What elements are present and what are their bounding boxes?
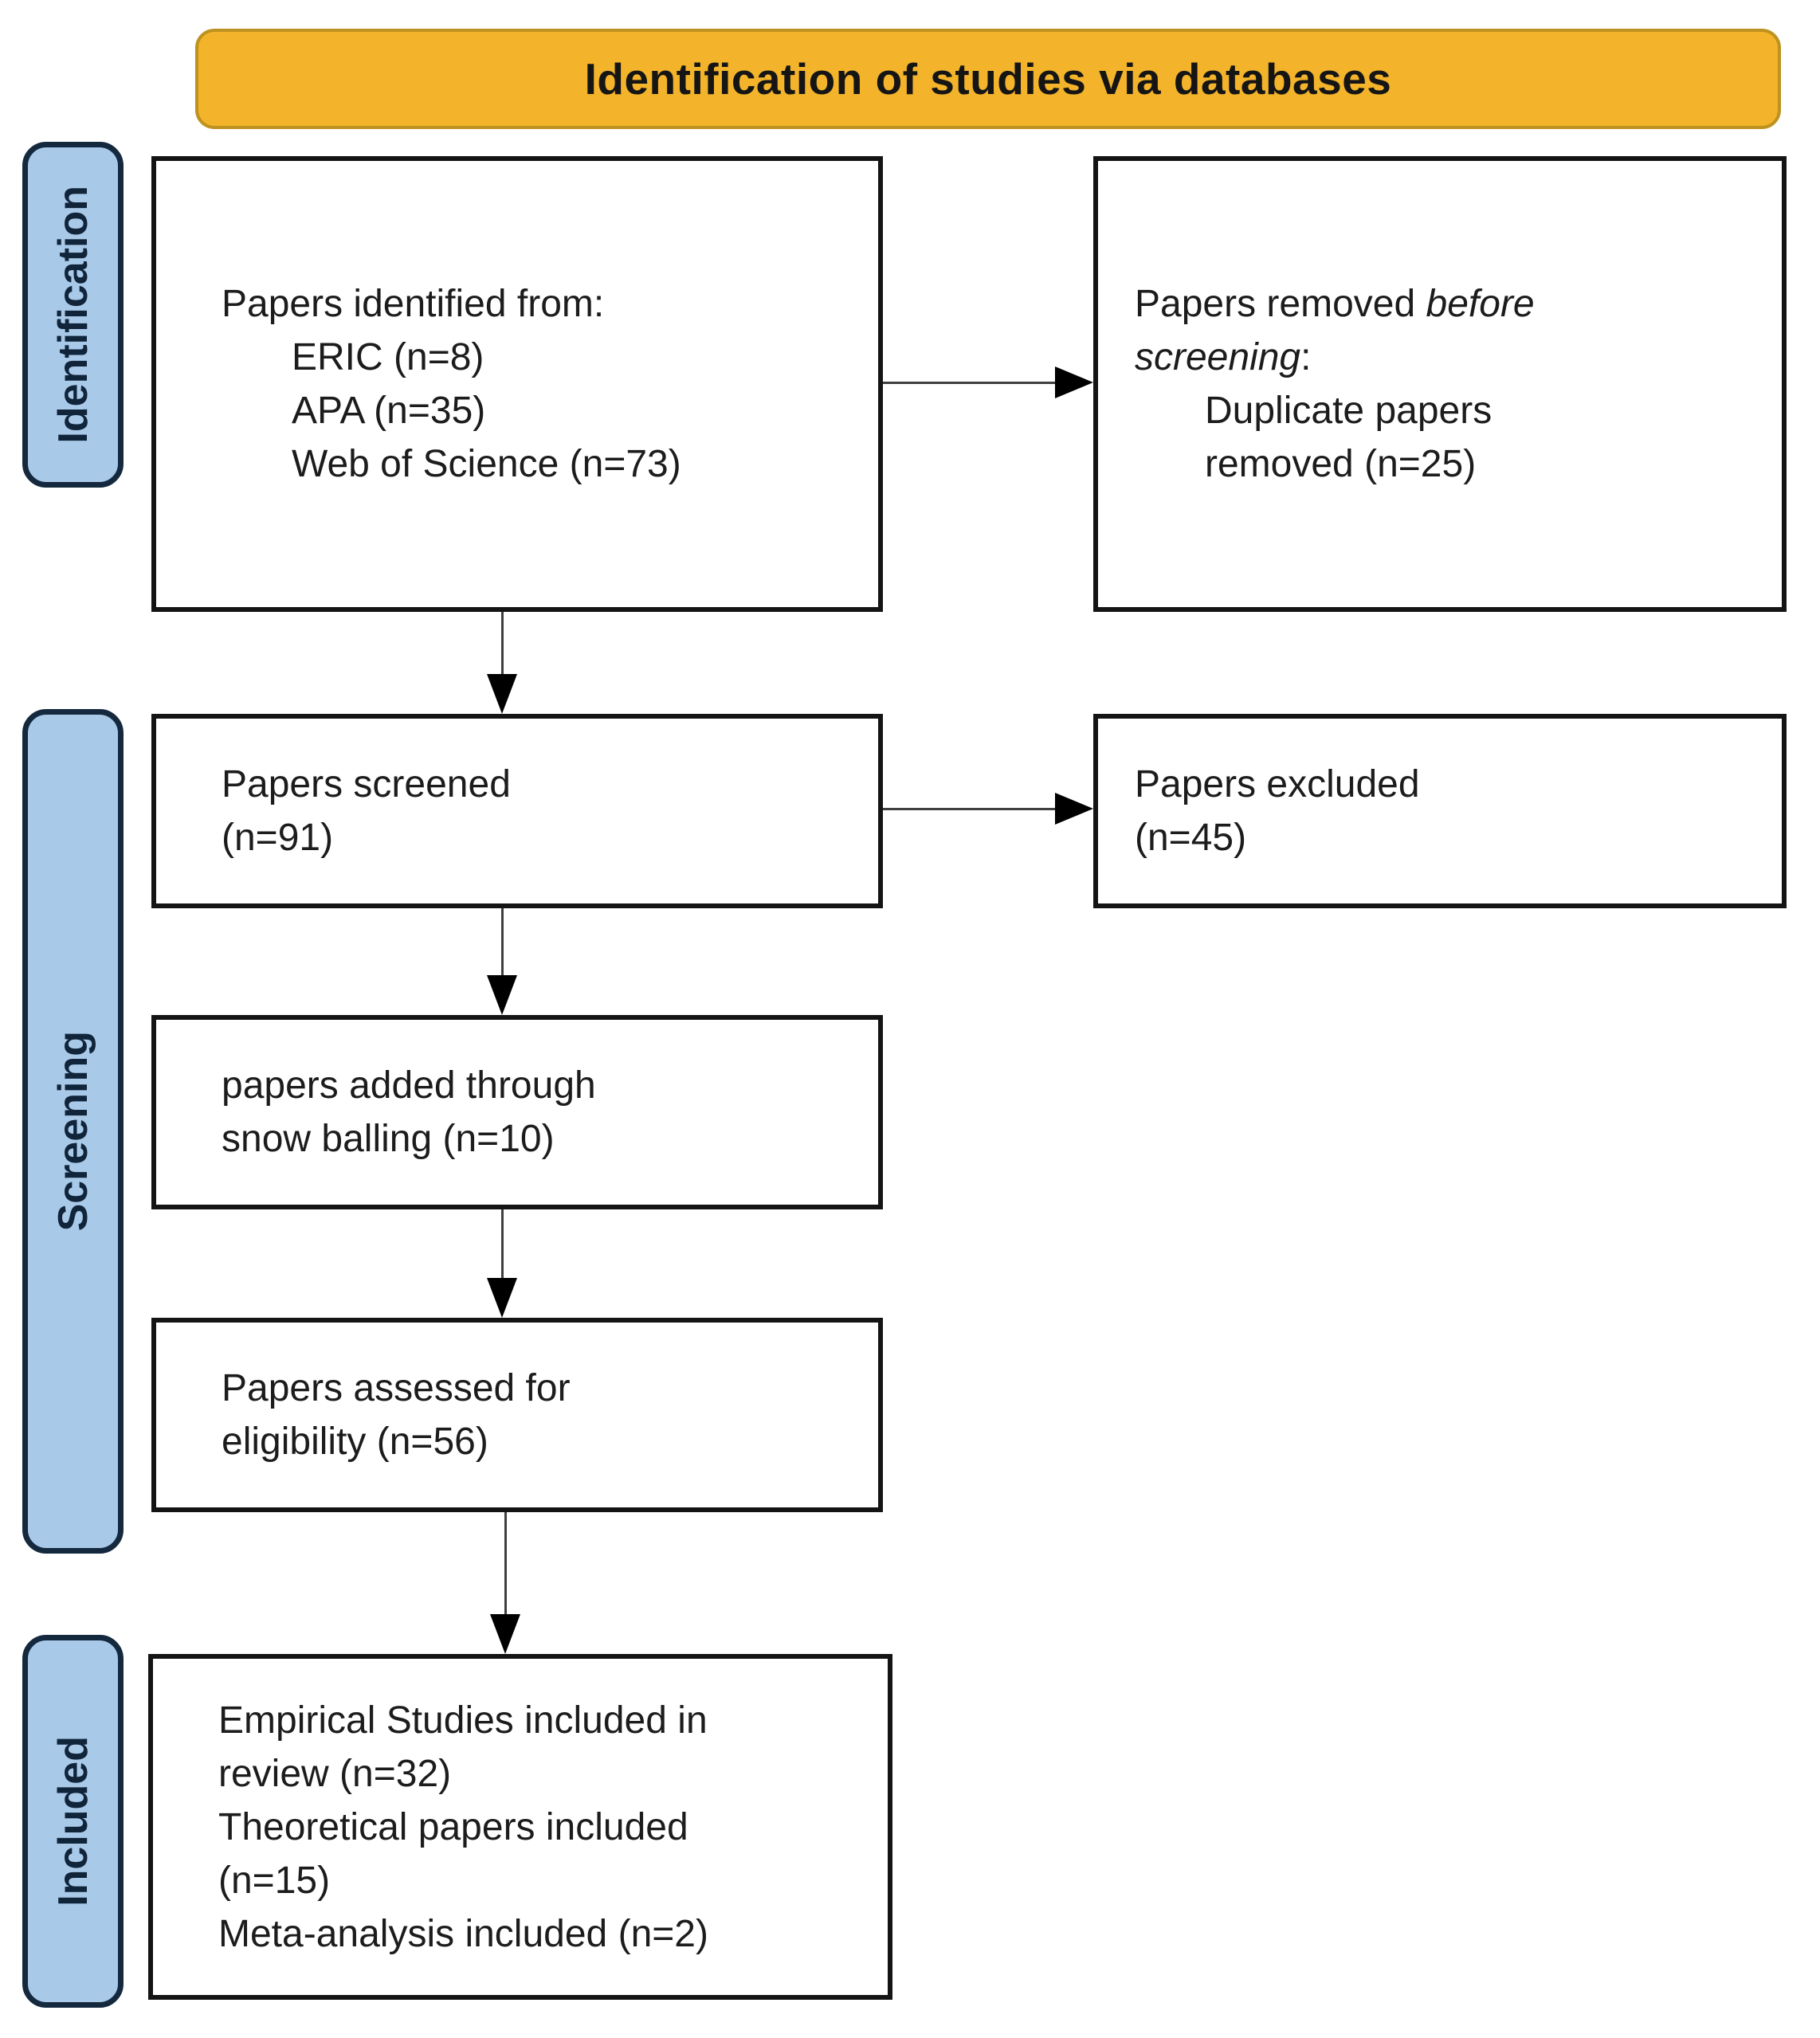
arrow-snowballing-to-assessed-head-icon bbox=[487, 1278, 517, 1318]
papers-removed-heading-italic-screening: screening bbox=[1135, 336, 1301, 378]
papers-removed-heading-text: Papers removed bbox=[1135, 283, 1426, 325]
papers-removed-heading-line2: screening: bbox=[1135, 331, 1782, 384]
papers-assessed-line1: Papers assessed for bbox=[222, 1367, 571, 1409]
papers-identified-heading: Papers identified from: bbox=[222, 283, 605, 325]
arrow-identified-to-removed-head-icon bbox=[1055, 366, 1093, 398]
stage-included-label: Included bbox=[49, 1736, 96, 1907]
box-snowballing: papers added through snow balling (n=10) bbox=[151, 1015, 883, 1209]
included-line-theoretical: Theoretical papers included bbox=[218, 1805, 688, 1848]
included-line-meta: Meta-analysis included (n=2) bbox=[218, 1912, 708, 1955]
papers-excluded-line1: Papers excluded bbox=[1135, 763, 1420, 805]
stage-included: Included bbox=[22, 1635, 124, 2008]
papers-identified-item-eric: ERIC (n=8) bbox=[292, 336, 484, 378]
phase-header-title: Identification of studies via databases bbox=[584, 54, 1392, 104]
snowballing-line1: papers added through bbox=[222, 1064, 596, 1107]
arrow-screened-to-excluded-head-icon bbox=[1055, 793, 1093, 825]
arrow-identified-to-screened-line bbox=[501, 612, 504, 674]
papers-excluded-line2: (n=45) bbox=[1135, 817, 1247, 859]
papers-screened-line1: Papers screened bbox=[222, 763, 511, 805]
papers-identified-item-apa: APA (n=35) bbox=[292, 390, 486, 432]
papers-removed-item-line1: Duplicate papers bbox=[1205, 390, 1492, 432]
arrow-identified-to-screened-head-icon bbox=[487, 674, 517, 714]
arrow-screened-to-excluded-line bbox=[883, 808, 1055, 810]
included-line-review-n: review (n=32) bbox=[218, 1752, 452, 1795]
phase-header-banner: Identification of studies via databases bbox=[195, 29, 1781, 129]
papers-screened-line2: (n=91) bbox=[222, 817, 334, 859]
box-papers-assessed: Papers assessed for eligibility (n=56) bbox=[151, 1318, 883, 1512]
box-included-studies: Empirical Studies included in review (n=… bbox=[148, 1654, 892, 2000]
papers-removed-heading-italic-before: before bbox=[1426, 283, 1535, 325]
stage-identification: Identification bbox=[22, 142, 124, 488]
arrow-screened-to-snowballing-line bbox=[501, 908, 504, 975]
arrow-assessed-to-included-head-icon bbox=[490, 1614, 520, 1654]
box-papers-screened: Papers screened (n=91) bbox=[151, 714, 883, 908]
box-papers-removed: Papers removed before screening: Duplica… bbox=[1093, 156, 1787, 612]
arrow-identified-to-removed-line bbox=[883, 382, 1055, 384]
papers-assessed-line2: eligibility (n=56) bbox=[222, 1421, 488, 1463]
papers-removed-item-line2: removed (n=25) bbox=[1205, 443, 1477, 485]
arrow-screened-to-snowballing-head-icon bbox=[487, 975, 517, 1015]
papers-identified-item-wos: Web of Science (n=73) bbox=[292, 443, 681, 485]
papers-removed-heading-line1: Papers removed before bbox=[1135, 277, 1782, 331]
stage-screening: Screening bbox=[22, 709, 124, 1554]
included-line-empirical: Empirical Studies included in bbox=[218, 1699, 708, 1742]
included-line-theoretical-n: (n=15) bbox=[218, 1859, 331, 1902]
arrow-snowballing-to-assessed-line bbox=[501, 1209, 504, 1278]
box-papers-identified: Papers identified from: ERIC (n=8) APA (… bbox=[151, 156, 883, 612]
box-papers-excluded: Papers excluded (n=45) bbox=[1093, 714, 1787, 908]
stage-identification-label: Identification bbox=[49, 186, 96, 444]
snowballing-line2: snow balling (n=10) bbox=[222, 1118, 555, 1160]
stage-screening-label: Screening bbox=[49, 1031, 96, 1232]
arrow-assessed-to-included-line bbox=[504, 1512, 507, 1614]
papers-removed-heading-colon: : bbox=[1300, 336, 1312, 378]
